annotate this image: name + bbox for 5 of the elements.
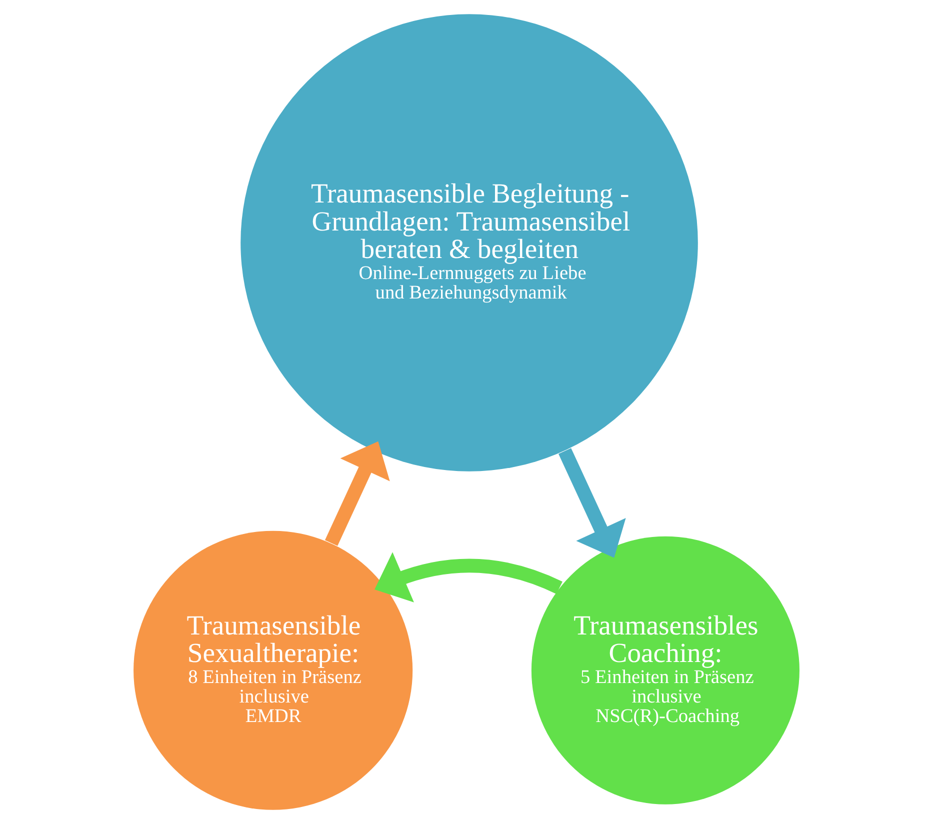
arrow bbox=[374, 552, 562, 602]
node-circle: Traumasensibles Coaching: 5 Einheiten in Präsenz inclusive NSC(R)-Coaching bbox=[530, 536, 799, 804]
arrow bbox=[324, 441, 390, 546]
arrow bbox=[558, 448, 626, 558]
node-circle: Traumasensible Begleitung - Grundlagen: Traumasensibel beraten & begleiten Online-Lernnuggets zu Liebe und Beziehungsdynamik bbox=[240, 14, 698, 472]
